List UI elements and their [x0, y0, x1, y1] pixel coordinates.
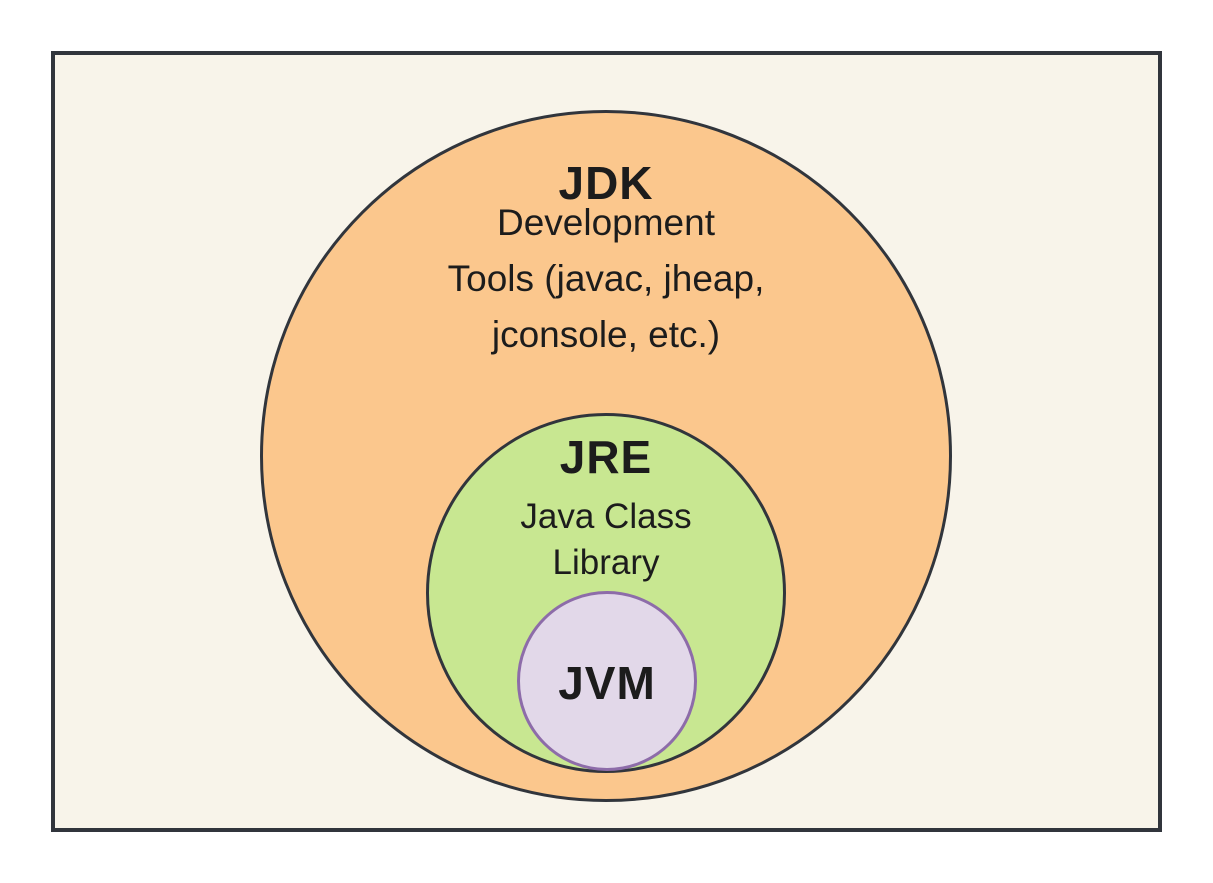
jdk-description-line-1: Development — [496, 202, 715, 243]
jvm-label: JVM — [558, 657, 656, 709]
jre-description-line-2: Library — [552, 543, 660, 582]
jdk-description-line-2: Tools (javac, jheap, — [447, 258, 765, 299]
diagram-frame: JDK Development Tools (javac, jheap, jco… — [51, 51, 1162, 832]
jdk-description-line-3: jconsole, etc.) — [491, 314, 721, 355]
jdk-label: JDK — [558, 157, 654, 209]
jre-label: JRE — [559, 431, 653, 483]
jre-description: Java Class Library — [426, 494, 786, 586]
jre-description-line-1: Java Class — [520, 497, 692, 536]
jvm-circle — [517, 591, 697, 771]
jdk-description: Development Tools (javac, jheap, jconsol… — [260, 195, 952, 363]
